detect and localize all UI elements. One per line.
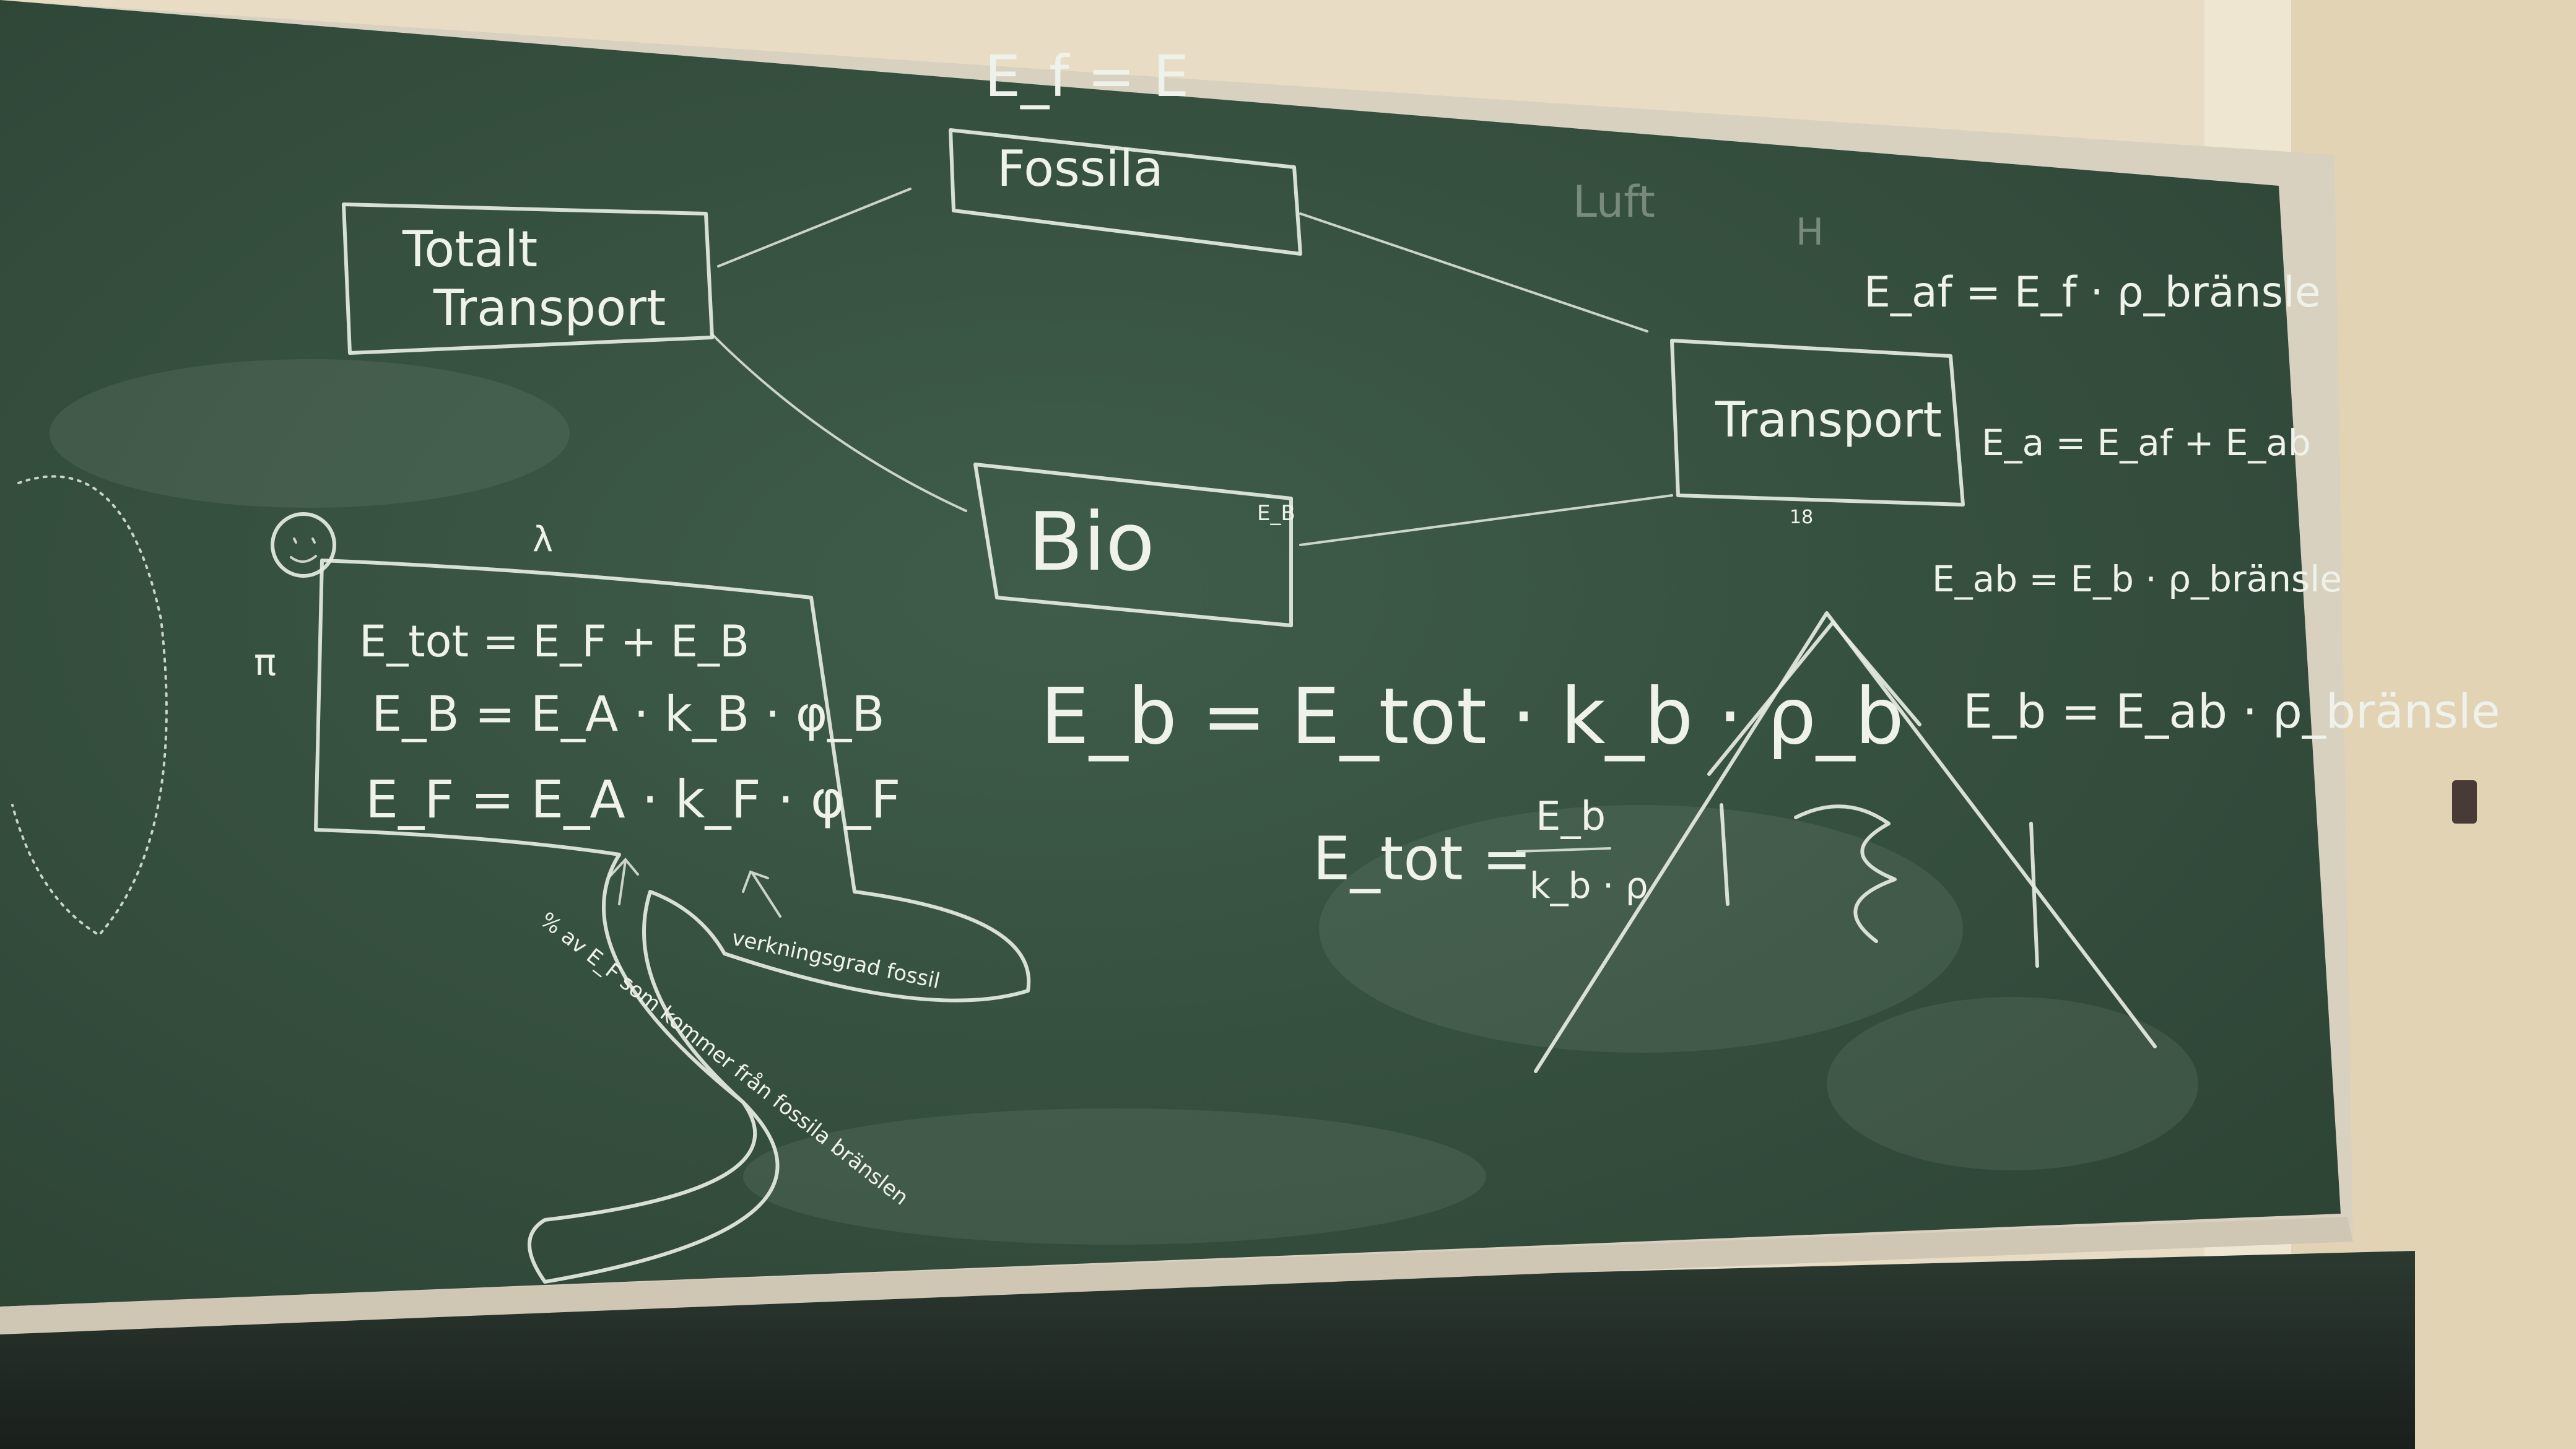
smudge bbox=[50, 359, 570, 508]
bio-box bbox=[973, 463, 1293, 627]
formula-l2: E_B = E_A · k_B · φ_B bbox=[372, 687, 885, 742]
faint-luft: Luft bbox=[1573, 176, 1655, 227]
transport-label-2: Transport bbox=[1715, 393, 1942, 448]
formula-etot-num: E_b bbox=[1536, 794, 1606, 840]
stick-head bbox=[271, 512, 336, 578]
transport-label-1: Transport bbox=[433, 279, 666, 337]
formula-etot-den: k_b · ρ bbox=[1530, 864, 1648, 907]
arrow-kf bbox=[609, 857, 639, 905]
totalt-label: Totalt bbox=[402, 220, 537, 278]
fossila-label: Fossila bbox=[997, 140, 1164, 198]
fossila-box bbox=[949, 128, 1302, 256]
faint-dotted-shape bbox=[11, 475, 168, 937]
wall-switch bbox=[2452, 780, 2477, 824]
tent-doodle bbox=[1534, 611, 2157, 1073]
transport-subscript: 18 bbox=[1790, 507, 1813, 528]
tent-scribble bbox=[1707, 620, 2039, 968]
chalkboard bbox=[0, 0, 2341, 1307]
formula-ea: E_a = E_af + E_ab bbox=[1982, 422, 2311, 464]
smudge bbox=[1319, 805, 1963, 1053]
totalt-transport-box bbox=[342, 202, 714, 355]
faint-h: H bbox=[1796, 211, 1824, 254]
chalk-rail bbox=[0, 1217, 2353, 1334]
line-fossila-transport bbox=[1299, 212, 1648, 333]
top-formula: E_f = E bbox=[985, 43, 1189, 110]
line-total-fossila bbox=[717, 188, 912, 268]
transport-box bbox=[1670, 339, 1965, 507]
formula-l3: E_F = E_A · k_F · φ_F bbox=[365, 769, 901, 830]
formula-eb: E_b = E_tot · k_b · ρ_b bbox=[1040, 672, 1904, 762]
stick-body-outline bbox=[314, 559, 1031, 1284]
smudge bbox=[1827, 997, 2198, 1170]
formula-l1: E_tot = E_F + E_B bbox=[359, 616, 749, 667]
bio-subscript: E_B bbox=[1257, 501, 1295, 526]
smudge bbox=[743, 1108, 1486, 1245]
formula-eaf: E_af = E_f · ρ_bränsle bbox=[1864, 268, 2321, 317]
bio-label: Bio bbox=[1028, 495, 1155, 589]
line-total-bio bbox=[711, 333, 967, 512]
formula-etot-lhs: E_tot = bbox=[1313, 824, 1532, 894]
formula-eb2: E_b = E_ab · ρ_bränsle bbox=[1963, 684, 2500, 739]
stick-lambda: λ bbox=[533, 520, 553, 560]
stick-face bbox=[290, 537, 317, 563]
formula-eab: E_ab = E_b · ρ_bränsle bbox=[1932, 558, 2342, 600]
fraction-bar bbox=[1516, 847, 1611, 853]
stick-pi: π bbox=[254, 641, 276, 684]
line-bio-transport bbox=[1299, 494, 1673, 546]
arrow-phi bbox=[742, 870, 781, 918]
